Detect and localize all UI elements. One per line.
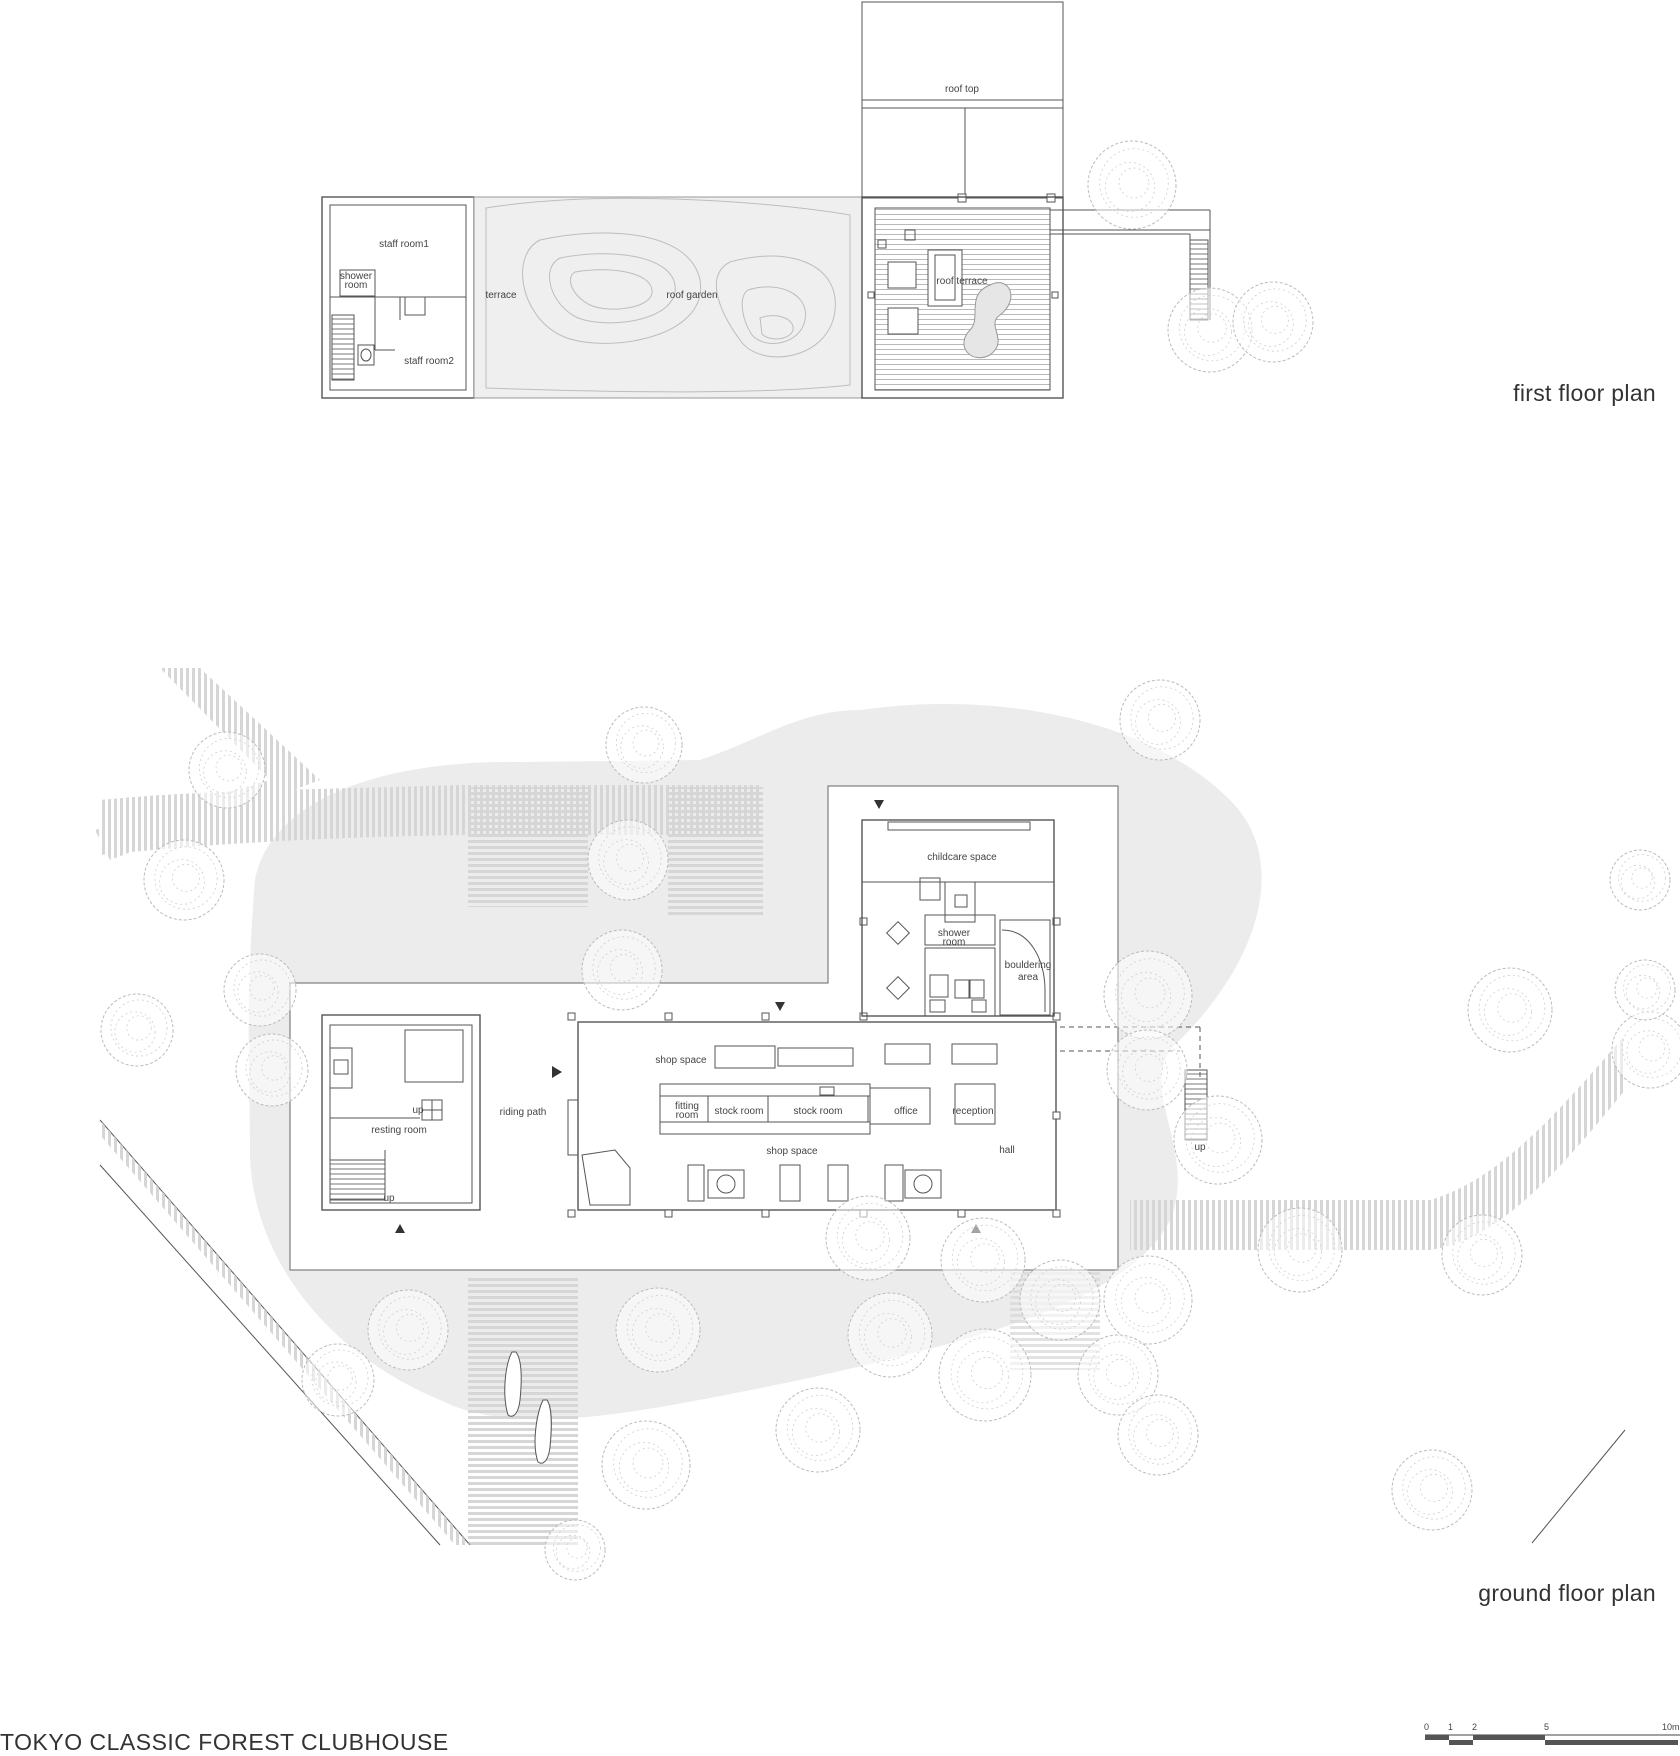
tree-icon [1232,281,1314,363]
label-up-main: up [383,1193,395,1204]
tree-icon [301,1343,375,1417]
tree-icon [615,1287,701,1373]
trees-layer [100,140,1680,1581]
label-office: office [894,1106,918,1117]
label-hall: hall [999,1145,1015,1156]
tree-icon [544,1519,606,1581]
tree-icon [1106,1029,1188,1111]
tree-icon [847,1292,933,1378]
label-up-outdoor: up [1194,1142,1206,1153]
label-terrace: terrace [485,290,517,301]
label-roof-terrace: roof terrace [936,276,988,287]
scale-tick-1: 1 [1448,1722,1453,1732]
label-shower-room-1: shower [340,271,373,282]
tree-icon [100,993,174,1067]
label-roof-garden: roof garden [666,290,717,301]
label-stock-room-a: stock room [715,1106,764,1117]
label-staff-room2: staff room2 [404,356,454,367]
tree-icon [1077,1334,1159,1416]
tree-icon [605,706,683,784]
tree-icon [1257,1207,1343,1293]
scale-tick-2: 2 [1472,1722,1477,1732]
label-fitting-room-2: room [676,1110,699,1121]
tree-icon [581,929,663,1011]
resting-room [321,1014,481,1211]
scale-tick-0: 0 [1424,1722,1429,1732]
tree-icon [1119,679,1201,761]
tree-icon [143,839,225,921]
tree-icon [1611,1011,1680,1089]
label-shower-room-1: shower [938,928,971,939]
label-shop-space-bottom: shop space [766,1146,818,1157]
tree-icon [775,1387,861,1473]
tree-icon [1087,140,1177,230]
label-childcare-space: childcare space [927,852,997,863]
tree-icon [1103,1255,1193,1345]
first-floor-plan [321,1,1211,399]
tree-icon [1117,1394,1199,1476]
tree-icon [587,819,669,901]
label-staff-room1: staff room1 [379,239,429,250]
first-floor-labels: roof top staff room1 shower room terrace… [340,84,988,367]
scale-tick-10m: 10m [1662,1722,1680,1732]
people-figures [504,1351,552,1464]
tree-icon [1441,1214,1523,1296]
building-outline [289,785,1119,1271]
tree-icon [1019,1259,1101,1341]
scale-bar: 0 1 2 5 10m [1424,1722,1680,1745]
label-bouldering-2: area [1018,972,1038,983]
tree-icon [1467,967,1553,1053]
label-roof-top: roof top [945,84,979,95]
first-floor-plan-title: first floor plan [1513,380,1656,406]
label-reception: reception [952,1106,993,1117]
tree-icon [601,1420,691,1510]
label-bouldering-1: bouldering [1005,960,1052,971]
tree-icon [223,953,297,1027]
tree-icon [1173,1095,1263,1185]
label-resting-room: resting room [371,1125,427,1136]
roof-garden [473,196,863,399]
label-fitting-room-1: fitting [675,1101,699,1112]
tree-icon [367,1289,449,1371]
tree-icon [1103,950,1193,1040]
label-up-small: up [412,1105,424,1116]
scale-tick-5: 5 [1544,1722,1549,1732]
tree-icon [188,731,266,809]
tree-icon [940,1217,1026,1303]
tree-icon [235,1033,309,1107]
project-title: TOKYO CLASSIC FOREST CLUBHOUSE [0,1729,449,1755]
tree-icon [825,1195,911,1281]
label-shower-room-2: room [345,280,368,291]
label-shop-space-top: shop space [655,1055,707,1066]
tree-icon [1614,959,1676,1021]
label-riding-path: riding path [500,1107,547,1118]
ground-floor-plan-title: ground floor plan [1478,1580,1656,1606]
tree-icon [938,1328,1032,1422]
label-stock-room-b: stock room [794,1106,843,1117]
label-shower-room-2: room [943,937,966,948]
tree-icon [1609,849,1671,911]
ground-floor-labels: childcare space shower room bouldering a… [371,852,1206,1204]
tree-icon [1391,1449,1473,1531]
